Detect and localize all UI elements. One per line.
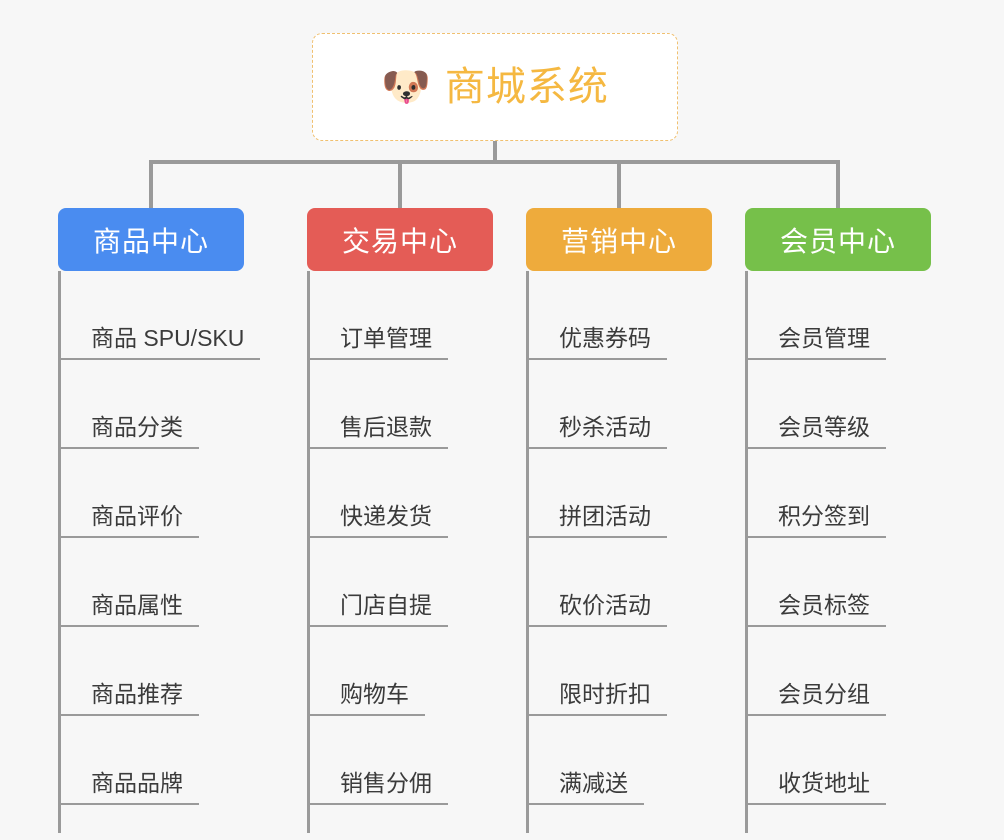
leaf-label: 商品品牌 — [91, 769, 183, 796]
leaf-item[interactable]: 积分签到 — [745, 449, 931, 538]
branch-items-product-center: 商品 SPU/SKU 商品分类 商品评价 商品属性 商品推荐 商品品牌 — [58, 271, 261, 833]
leaf-item[interactable]: 会员分组 — [745, 627, 931, 716]
root-title: 商城系统 — [444, 65, 609, 109]
leaf-label: 门店自提 — [340, 591, 432, 618]
branch-header-label: 营销中心 — [560, 225, 677, 257]
branch-items-marketing-center: 优惠券码 秒杀活动 拼团活动 砍价活动 限时折扣 满减送 — [526, 271, 712, 833]
branch-items-member-center: 会员管理 会员等级 积分签到 会员标签 会员分组 收货地址 — [745, 271, 931, 833]
branch-spine — [58, 271, 61, 833]
branch-header-marketing-center[interactable]: 营销中心 — [526, 208, 712, 271]
leaf-item[interactable]: 商品属性 — [58, 538, 244, 627]
leaf-item[interactable]: 限时折扣 — [526, 627, 712, 716]
leaf-item[interactable]: 商品分类 — [58, 360, 244, 449]
leaf-label: 积分签到 — [778, 502, 870, 529]
dog-face-icon: 🐶 — [381, 65, 431, 109]
branch-spine — [307, 271, 310, 833]
leaf-label: 会员标签 — [778, 591, 870, 618]
leaf-item[interactable]: 商品 SPU/SKU — [58, 271, 261, 360]
leaf-label: 限时折扣 — [559, 680, 651, 707]
leaf-label: 秒杀活动 — [559, 413, 651, 440]
branch-trade-center: 交易中心 订单管理 售后退款 快递发货 门店自提 购物车 销售分佣 — [307, 208, 493, 833]
leaf-label: 商品评价 — [91, 502, 183, 529]
leaf-label: 商品 SPU/SKU — [91, 324, 245, 351]
leaf-label: 会员等级 — [778, 413, 870, 440]
branch-header-label: 会员中心 — [779, 225, 896, 257]
leaf-label: 商品属性 — [91, 591, 183, 618]
branch-member-center: 会员中心 会员管理 会员等级 积分签到 会员标签 会员分组 收货地址 — [745, 208, 931, 833]
branch-header-trade-center[interactable]: 交易中心 — [307, 208, 493, 271]
leaf-label: 砍价活动 — [559, 591, 651, 618]
leaf-label: 收货地址 — [778, 769, 870, 796]
leaf-item[interactable]: 订单管理 — [307, 271, 493, 360]
leaf-item[interactable]: 商品推荐 — [58, 627, 244, 716]
leaf-item[interactable]: 收货地址 — [745, 716, 931, 805]
branch-product-center: 商品中心 商品 SPU/SKU 商品分类 商品评价 商品属性 商品推荐 商品品牌 — [58, 208, 261, 833]
branch-header-member-center[interactable]: 会员中心 — [745, 208, 931, 271]
leaf-item[interactable]: 优惠券码 — [526, 271, 712, 360]
connector-drop-trade-center — [398, 160, 402, 210]
branch-spine — [526, 271, 529, 833]
leaf-item[interactable]: 会员管理 — [745, 271, 931, 360]
leaf-label: 会员分组 — [778, 680, 870, 707]
leaf-label: 销售分佣 — [340, 769, 432, 796]
leaf-label: 会员管理 — [778, 324, 870, 351]
connector-root-stem — [493, 141, 497, 162]
leaf-label: 订单管理 — [340, 324, 432, 351]
leaf-label: 满减送 — [559, 769, 628, 796]
leaf-item[interactable]: 商品品牌 — [58, 716, 244, 805]
leaf-label: 优惠券码 — [559, 324, 651, 351]
leaf-item[interactable]: 门店自提 — [307, 538, 493, 627]
leaf-label: 售后退款 — [340, 413, 432, 440]
leaf-label: 商品分类 — [91, 413, 183, 440]
leaf-item[interactable]: 销售分佣 — [307, 716, 493, 805]
branch-header-label: 交易中心 — [341, 225, 458, 257]
connector-drop-product-center — [149, 160, 153, 210]
branch-spine — [745, 271, 748, 833]
leaf-label: 购物车 — [340, 680, 409, 707]
branch-header-product-center[interactable]: 商品中心 — [58, 208, 244, 271]
connector-drop-marketing-center — [617, 160, 621, 210]
connector-drop-member-center — [836, 160, 840, 210]
leaf-item[interactable]: 售后退款 — [307, 360, 493, 449]
leaf-label: 拼团活动 — [559, 502, 651, 529]
leaf-item[interactable]: 秒杀活动 — [526, 360, 712, 449]
root-node[interactable]: 🐶 商城系统 — [312, 33, 678, 141]
branch-header-label: 商品中心 — [92, 225, 209, 257]
branch-marketing-center: 营销中心 优惠券码 秒杀活动 拼团活动 砍价活动 限时折扣 满减送 — [526, 208, 712, 833]
leaf-item[interactable]: 快递发货 — [307, 449, 493, 538]
leaf-item[interactable]: 购物车 — [307, 627, 493, 716]
leaf-item[interactable]: 商品评价 — [58, 449, 244, 538]
leaf-item[interactable]: 拼团活动 — [526, 449, 712, 538]
leaf-label: 商品推荐 — [91, 680, 183, 707]
leaf-item[interactable]: 砍价活动 — [526, 538, 712, 627]
leaf-label: 快递发货 — [340, 502, 432, 529]
leaf-item[interactable]: 会员标签 — [745, 538, 931, 627]
connector-horizontal-bus — [150, 160, 840, 164]
leaf-item[interactable]: 会员等级 — [745, 360, 931, 449]
branch-items-trade-center: 订单管理 售后退款 快递发货 门店自提 购物车 销售分佣 — [307, 271, 493, 833]
leaf-item[interactable]: 满减送 — [526, 716, 712, 805]
